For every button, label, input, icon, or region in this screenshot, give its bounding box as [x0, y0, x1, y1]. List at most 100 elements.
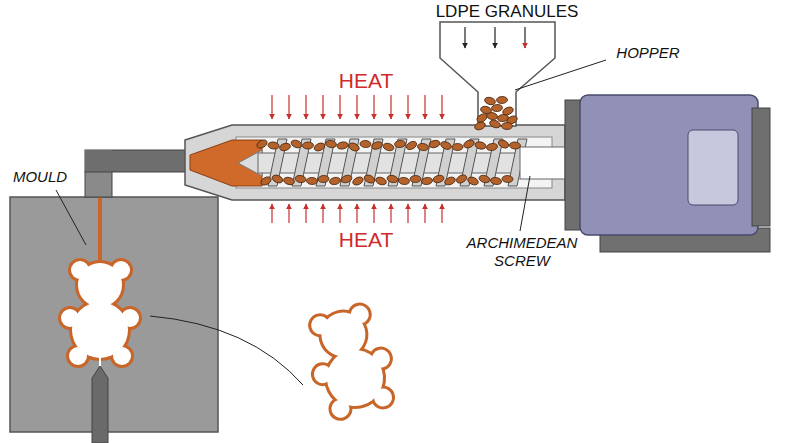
leader-line: [515, 60, 606, 90]
granule: [271, 174, 284, 185]
granule: [497, 138, 510, 149]
granule: [371, 140, 384, 150]
granule: [421, 177, 433, 185]
leader-line: [150, 316, 303, 385]
granule: [382, 142, 395, 152]
granule: [432, 174, 444, 184]
heat-arrow: [271, 95, 272, 119]
granule: [480, 105, 492, 114]
granule: [386, 174, 398, 183]
granule: [268, 141, 280, 149]
moulded-bear: [299, 301, 401, 422]
granule: [306, 177, 317, 184]
heat-arrow: [441, 204, 442, 223]
granule: [509, 142, 520, 150]
granule: [290, 139, 303, 149]
motor: [580, 95, 758, 235]
mould-block: [10, 197, 218, 432]
heat-arrow: [322, 204, 323, 223]
granule: [340, 174, 353, 184]
granule: [444, 176, 457, 187]
ejector-pin: [92, 366, 108, 443]
heat-arrows: [272, 95, 442, 223]
granule: [336, 141, 348, 150]
granule: [496, 96, 507, 103]
granule: [463, 139, 476, 150]
granule: [440, 140, 453, 151]
granule: [410, 175, 421, 182]
leader-line: [520, 176, 530, 231]
part-label: LDPE GRANULES: [436, 2, 579, 22]
heat-arrow: [339, 204, 340, 223]
heat-arrow: [390, 204, 391, 223]
granule: [329, 176, 341, 185]
motor-endcap: [752, 108, 770, 226]
heat-arrow: [424, 95, 425, 119]
heat-arrow: [390, 95, 391, 119]
heat-arrow: [356, 204, 357, 223]
heat-arrow: [407, 204, 408, 223]
granule: [255, 138, 268, 150]
granule: [501, 122, 512, 129]
screw-flights: [268, 139, 527, 186]
ejector-channel: [99, 270, 101, 372]
screw-shank: [520, 147, 565, 179]
barrel-bore: [236, 137, 552, 188]
heat-arrow: [305, 95, 306, 119]
feed-arrow: [524, 27, 525, 48]
granule: [279, 142, 292, 152]
granule: [325, 139, 337, 148]
granule: [398, 177, 410, 185]
heat-arrow: [288, 204, 289, 223]
heat-arrow: [373, 95, 374, 119]
granule: [467, 176, 480, 187]
heat-arrow: [441, 95, 442, 119]
granule: [474, 121, 487, 131]
granules: [255, 96, 520, 187]
granule: [489, 119, 502, 129]
part-label: ARCHIMEDEAN SCREW: [460, 234, 585, 270]
granule: [455, 173, 468, 184]
heat-arrow: [322, 95, 323, 119]
mould-inlet: [85, 172, 112, 197]
granule: [452, 143, 463, 150]
part-label: MOULD: [5, 168, 75, 186]
heat-label: HEAT: [339, 68, 393, 93]
heat-arrow: [339, 95, 340, 119]
granule: [375, 176, 388, 186]
granule: [259, 175, 272, 187]
granule: [502, 106, 515, 117]
heat-arrow: [424, 204, 425, 223]
feed-arrow: [464, 27, 465, 48]
heat-arrow: [373, 204, 374, 223]
granule: [474, 141, 486, 150]
hopper: [440, 22, 555, 126]
granule: [394, 140, 406, 148]
leader-line: [56, 190, 86, 245]
granule: [360, 140, 371, 148]
granule: [428, 139, 440, 149]
motor-panel: [688, 130, 738, 205]
granule: [478, 174, 491, 184]
granule: [486, 143, 498, 152]
granule: [363, 173, 376, 184]
heat-label: HEAT: [339, 227, 393, 252]
granule: [283, 176, 296, 186]
granule: [405, 140, 418, 151]
granule: [313, 142, 326, 153]
heat-arrow: [305, 204, 306, 223]
granule: [302, 142, 313, 149]
granule: [352, 175, 365, 186]
heat-arrow: [271, 204, 272, 223]
granule: [318, 175, 330, 183]
granule: [484, 96, 497, 106]
granule: [491, 104, 503, 112]
barrel: [185, 125, 565, 200]
heat-arrow: [407, 95, 408, 119]
sprue: [98, 197, 102, 268]
heat-arrow: [288, 95, 289, 119]
molten-plastic: [190, 140, 262, 186]
